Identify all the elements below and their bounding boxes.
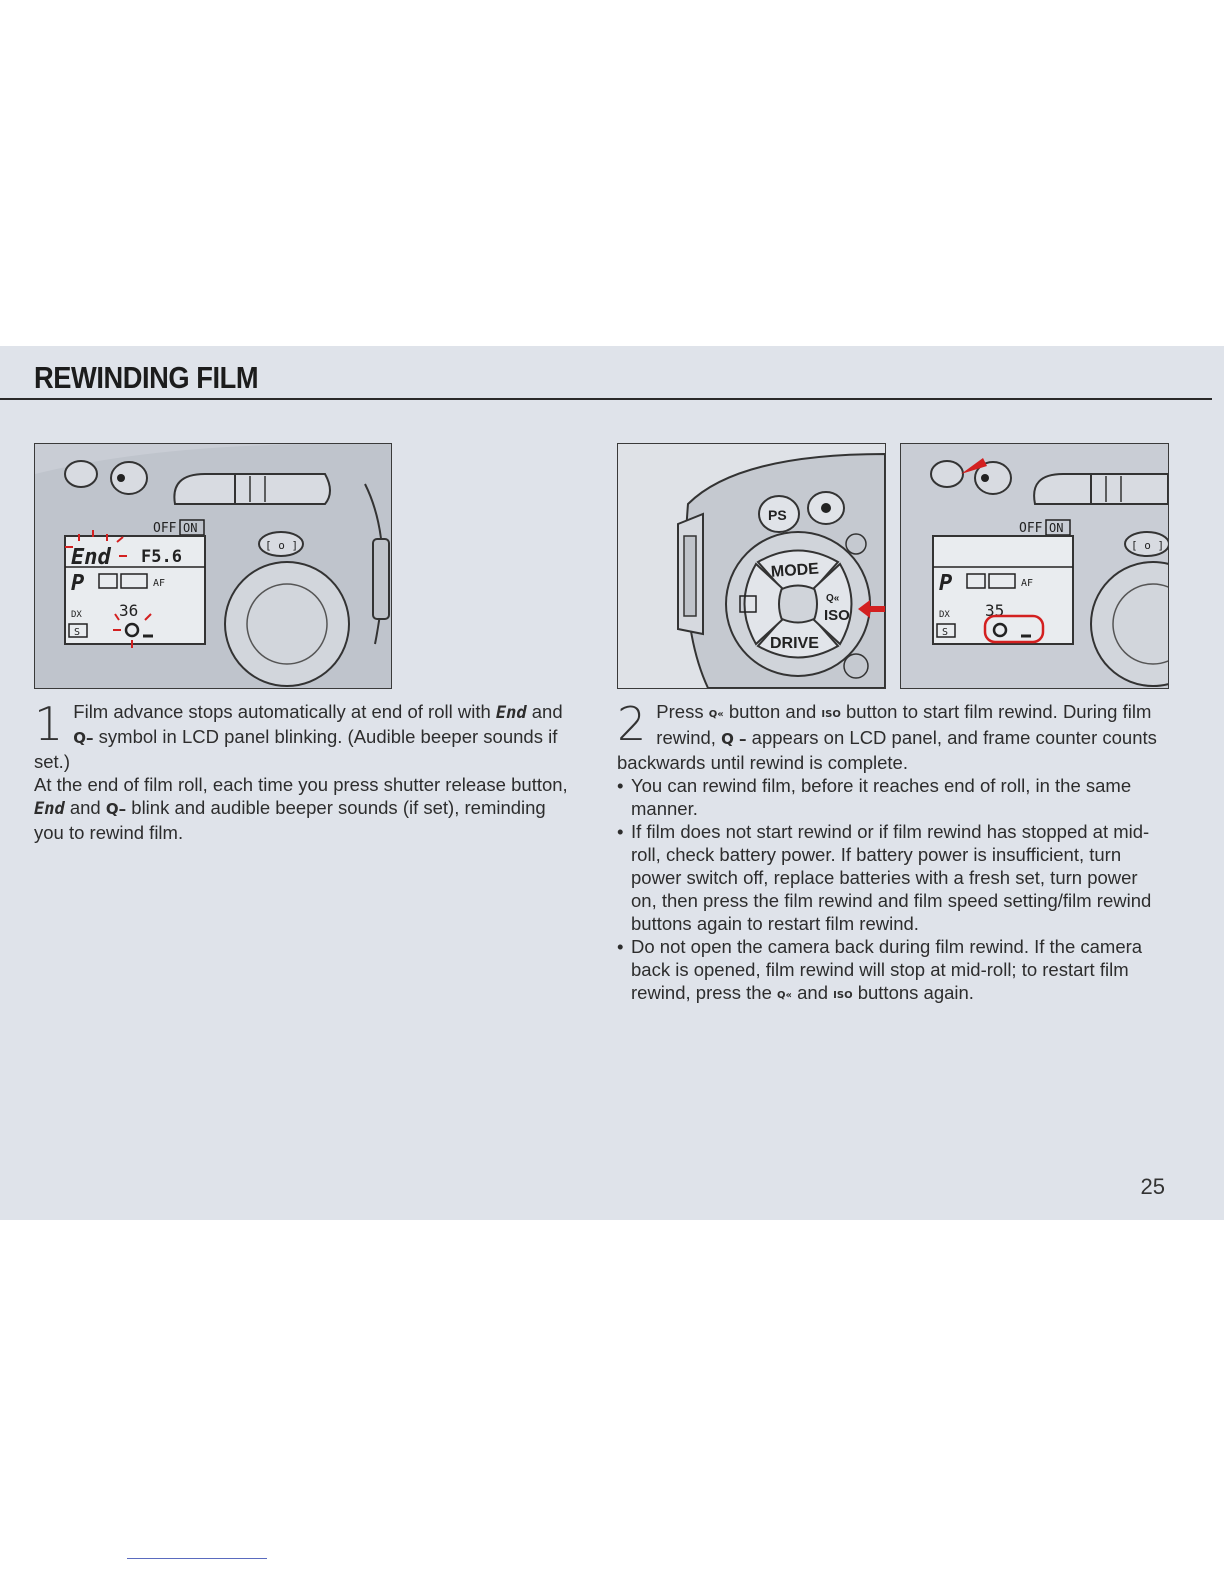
ps-label: PS (768, 507, 787, 523)
drive-label: DRIVE (770, 635, 819, 652)
rewind-cartridge-symbol: Q– (73, 729, 94, 747)
iso-button (812, 562, 853, 646)
iso-button-symbol: ISO (833, 990, 853, 1001)
lcd-mode: P (939, 571, 952, 596)
camera-top-rewind-illustration: OFF ON P AF DX 35 S [ o ] (901, 444, 1168, 688)
lcd-af: AF (1021, 578, 1033, 589)
lcd-counter: 36 (119, 601, 138, 620)
drive-button (756, 617, 840, 659)
step-1-paragraph-1: Film advance stops automatically at end … (34, 700, 574, 773)
page-number: 25 (1140, 1174, 1165, 1199)
lcd-s: S (942, 627, 948, 638)
camera-back-illustration: PS MODE DRIVE ISO Q« (618, 444, 885, 688)
step-1-paragraph-2: At the end of film roll, each time you p… (34, 773, 574, 844)
pointer-arrow-icon (961, 458, 987, 474)
title-rule (0, 398, 1212, 400)
iso-label: ISO (824, 607, 850, 624)
power-switch-icon (1033, 473, 1168, 505)
figure-lcd-rewinding: OFF ON P AF DX 35 S [ o ] (900, 443, 1169, 689)
text: Press (656, 701, 709, 722)
end-symbol: End (495, 703, 527, 723)
text: Film advance stops automatically at end … (73, 701, 496, 722)
text: button and (723, 701, 822, 722)
blink-indicator-icon (65, 530, 152, 648)
rewind-small-icon: Q« (826, 593, 840, 604)
step-1: 1 Film advance stops automatically at en… (34, 700, 574, 844)
end-symbol: End (34, 799, 65, 819)
text: buttons again. (852, 982, 974, 1003)
flash-button-icon (743, 562, 784, 646)
lcd-af: AF (153, 578, 165, 589)
list-item: Do not open the camera back during film … (617, 935, 1167, 1007)
rewind-button-symbol: Q« (708, 709, 724, 720)
text: Do not open the camera back during film … (631, 936, 1143, 1003)
rewind-cartridge-symbol: Q– (105, 800, 127, 818)
off-label: OFF (153, 521, 177, 536)
film-cartridge-icon (124, 622, 140, 638)
text: symbol in LCD panel blinking. (Audible b… (34, 726, 558, 772)
text: appears on LCD panel, and frame counter … (617, 727, 1157, 773)
lcd-end: End (71, 545, 111, 570)
camera-top-illustration: OFF ON End F5.6 P AF DX 36 S (35, 444, 391, 688)
exposure-button-icon (110, 461, 148, 495)
step-number: 2 (617, 697, 647, 751)
on-label: ON (1049, 521, 1063, 535)
film-cartridge-icon (992, 622, 1008, 638)
text: At the end of film roll, each time you p… (34, 774, 568, 795)
page-title: REWINDING FILM (34, 360, 259, 395)
text: and (791, 982, 834, 1003)
power-switch-icon (173, 473, 331, 505)
iso-button-symbol: ISO (821, 709, 841, 720)
text: blink and audible beeper sounds (if set)… (34, 797, 546, 843)
footer-line (127, 1558, 267, 1559)
step-number: 1 (34, 697, 64, 751)
text: and (64, 797, 106, 818)
rewind-button-icon (64, 460, 98, 488)
lcd-s: S (74, 627, 80, 638)
step-2-notes: You can rewind film, before it reaches e… (617, 774, 1167, 1007)
text: button to start film rewind. During film… (656, 701, 1152, 748)
figure-lcd-end-of-roll: OFF ON End F5.6 P AF DX 36 S (34, 443, 392, 689)
rewind-button-icon (930, 460, 964, 488)
lcd-aperture: F5.6 (141, 547, 182, 567)
exposure-button-icon (974, 461, 1012, 495)
rewind-button-symbol: Q« (777, 990, 792, 1001)
figure-rear-buttons: PS MODE DRIVE ISO Q« (617, 443, 886, 689)
lcd-panel (932, 535, 1074, 645)
manual-page: REWINDING FILM OFF ON End F5.6 P (0, 346, 1224, 1220)
lcd-mode: P (71, 571, 84, 596)
command-dial-icon (1090, 561, 1168, 687)
list-item: You can rewind film, before it reaches e… (617, 774, 1167, 820)
command-dial-icon (224, 561, 350, 687)
lcd-dx: DX (939, 610, 950, 620)
step-2-paragraph: Press Q« button and ISO button to start … (617, 700, 1167, 774)
list-item: If film does not start rewind or if film… (617, 820, 1167, 935)
mode-button (756, 549, 840, 591)
bracket-label: [ o ] (1131, 539, 1164, 552)
metering-button-icon (1124, 531, 1168, 557)
on-label: ON (183, 521, 197, 535)
text: and (526, 701, 563, 722)
rewind-cartridge-symbol: Q – (721, 730, 747, 748)
metering-button-icon (258, 531, 304, 557)
mode-label: MODE (770, 561, 819, 581)
off-label: OFF (1019, 521, 1043, 536)
pointer-arrow-icon (858, 600, 885, 618)
lcd-dx: DX (71, 610, 82, 620)
ps-button (758, 495, 800, 533)
highlight-circle (983, 614, 1045, 644)
bracket-label: [ o ] (265, 539, 298, 552)
step-2: 2 Press Q« button and ISO button to star… (617, 700, 1167, 1007)
